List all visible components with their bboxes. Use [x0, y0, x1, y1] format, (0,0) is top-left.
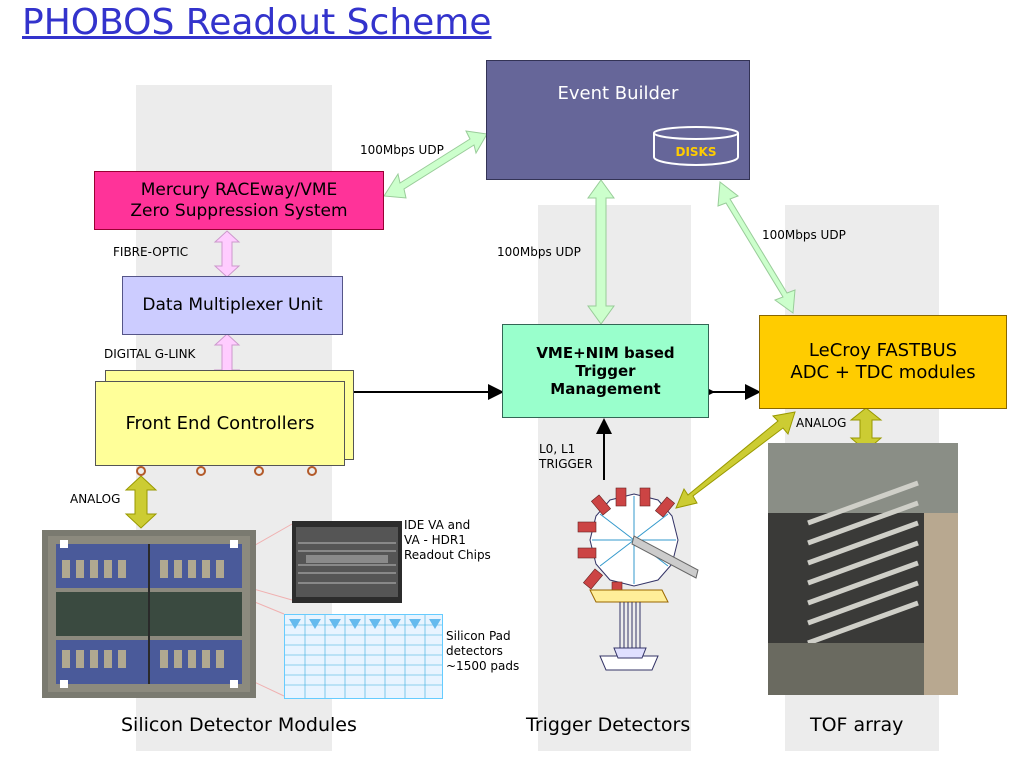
fec-connectors: [136, 466, 317, 476]
glink-label: DIGITAL G-LINK: [104, 347, 196, 361]
event-builder-label: Event Builder: [557, 83, 679, 104]
fec-label: Front End Controllers: [125, 412, 315, 434]
analog-left-label: ANALOG: [70, 492, 121, 506]
fibre-optic-arrow: [213, 230, 241, 278]
disks-label: DISKS: [675, 145, 717, 159]
tof-caption: TOF array: [810, 714, 904, 736]
lecroy-label: LeCroy FASTBUS ADC + TDC modules: [790, 340, 976, 383]
mercury-box: Mercury RACEway/VME Zero Suppression Sys…: [94, 171, 384, 230]
trigger-caption: Trigger Detectors: [526, 714, 691, 736]
udp-mid-label: 100Mbps UDP: [497, 245, 581, 259]
mercury-label: Mercury RACEway/VME Zero Suppression Sys…: [130, 180, 348, 221]
silicon-caption: Silicon Detector Modules: [121, 714, 357, 736]
page-title: PHOBOS Readout Scheme: [22, 2, 492, 43]
readout-chips-label: IDE VA and VA - HDR1 Readout Chips: [404, 518, 491, 562]
fibre-optic-label: FIBRE-OPTIC: [113, 245, 189, 259]
silicon-pad-drawing: [284, 614, 443, 699]
analog-arrow-left: [124, 475, 158, 529]
silicon-pad-label: Silicon Pad detectors ~1500 pads: [446, 629, 520, 673]
disks-icon: DISKS: [652, 125, 740, 167]
l0l1-label: L0, L1 TRIGGER: [539, 442, 593, 471]
udp-left-label: 100Mbps UDP: [360, 143, 444, 157]
analog-right-label: ANALOG: [796, 416, 847, 430]
readout-chips-photo: [292, 521, 402, 603]
udp-arrow-left: [383, 130, 488, 199]
dmu-label: Data Multiplexer Unit: [142, 295, 323, 316]
trigger-label: VME+NIM based Trigger Management: [536, 344, 675, 398]
udp-arrow-mid: [587, 179, 615, 325]
analog-arrow-diagonal: [675, 411, 796, 509]
trigger-wheel-drawing: [568, 478, 700, 678]
fec-box: Front End Controllers: [95, 381, 345, 466]
event-builder-box: Event Builder: [486, 60, 750, 180]
lecroy-box: LeCroy FASTBUS ADC + TDC modules: [759, 315, 1007, 409]
udp-right-label: 100Mbps UDP: [762, 228, 846, 242]
silicon-module-photo: [42, 530, 256, 698]
udp-arrow-right: [717, 181, 796, 314]
trigger-box: VME+NIM based Trigger Management: [502, 324, 709, 418]
tof-array-photo: [768, 443, 958, 695]
dmu-box: Data Multiplexer Unit: [122, 276, 343, 335]
